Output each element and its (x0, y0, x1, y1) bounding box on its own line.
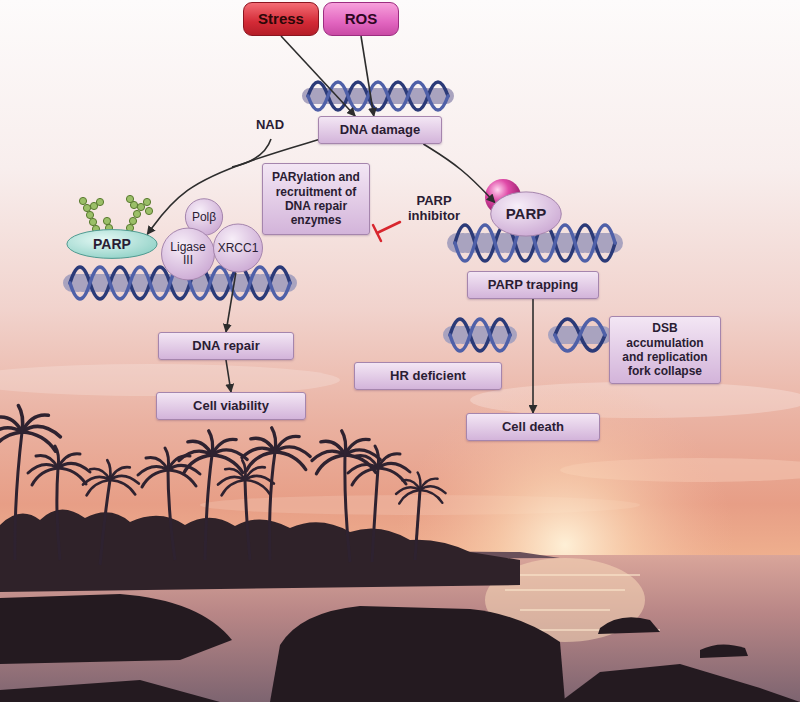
palm-trees (168, 470, 175, 560)
palm-trees (312, 431, 380, 474)
palm-trees (100, 480, 110, 565)
par-chains (86, 211, 93, 218)
node-text: PARP trapping (488, 277, 579, 293)
node-text: HR deficient (390, 368, 466, 384)
process-box: PARP trapping (467, 271, 599, 299)
par-chains (143, 198, 150, 205)
outcome-box: Cell death (466, 413, 600, 441)
stress-box: Stress (243, 2, 319, 36)
process-box: DNA repair (158, 332, 294, 360)
node-text: DSB accumulation and replication fork co… (616, 321, 714, 379)
inhibition-line (377, 222, 400, 233)
node-text: PARylation and recruitment of DNA repair… (269, 170, 363, 228)
dna-helix (308, 82, 448, 110)
rocks (0, 594, 232, 664)
palm-trees (415, 490, 420, 560)
flow-arrow (532, 299, 534, 413)
callout-box: PARylation and recruitment of DNA repair… (262, 163, 370, 235)
node-text: Polβ (192, 211, 216, 224)
node-text: XRCC1 (218, 242, 259, 255)
par-chains (129, 217, 136, 224)
par-chains (137, 203, 144, 210)
par-chains (79, 195, 152, 232)
palm-trees (15, 432, 22, 560)
protein-circle: Ligase III (161, 227, 215, 281)
node-outline (67, 230, 157, 259)
node-text: PARP (93, 237, 131, 252)
rocks (598, 617, 660, 634)
par-chains (133, 210, 140, 217)
palm-trees (0, 406, 446, 565)
par-chains (89, 218, 96, 225)
dna-helix (70, 82, 615, 299)
palm-trees (396, 472, 446, 503)
node-text: PARP (506, 206, 547, 222)
palm-trees (0, 406, 60, 453)
ros-box: ROS (323, 2, 399, 36)
par-chains (79, 197, 86, 204)
palm-trees (83, 460, 139, 495)
rocks (560, 664, 800, 702)
parp-ellipse: PARP (66, 229, 158, 259)
flow-arrow (226, 360, 231, 392)
process-box: DNA damage (318, 116, 442, 144)
inhibition-line (373, 225, 381, 241)
palm-trees (348, 446, 410, 485)
par-chains (145, 207, 152, 214)
node-text: Ligase III (168, 241, 208, 266)
flow-arrow (281, 36, 355, 116)
node-text: Stress (258, 10, 304, 28)
broken-dna (452, 326, 508, 344)
palm-trees (270, 452, 275, 560)
palm-trees (205, 455, 212, 560)
par-chains (103, 217, 110, 224)
callout-box: DSB accumulation and replication fork co… (609, 316, 721, 384)
node-text: DNA repair (192, 338, 259, 354)
node-outline (162, 228, 215, 280)
par-chains (126, 195, 133, 202)
palm-trees (179, 431, 247, 474)
inhibition-line (373, 222, 400, 241)
flow-arrow (361, 36, 374, 116)
broken-dna (450, 319, 510, 351)
par-chains (96, 198, 103, 205)
node-outline (491, 192, 562, 236)
parp-protein: PARP (490, 191, 562, 237)
palm-trees (57, 468, 60, 560)
broken-dna (450, 319, 510, 351)
broken-dna (555, 319, 605, 351)
palm-trees (372, 468, 378, 562)
node-text: Cell death (502, 419, 564, 435)
dna-helix (308, 82, 448, 110)
input-label: NAD (256, 118, 284, 133)
rocks (0, 594, 800, 702)
island-silhouette (0, 509, 520, 592)
callout-box: HR deficient (354, 362, 502, 390)
node-text: Cell viability (193, 398, 269, 414)
rocks (270, 606, 565, 702)
broken-dna (555, 319, 605, 351)
rocks (700, 644, 748, 658)
outcome-box: Cell viability (156, 392, 306, 420)
rocks (0, 680, 220, 702)
island-silhouette (0, 509, 560, 592)
palm-trees (218, 460, 274, 495)
drug-label: PARP inhibitor (404, 194, 464, 224)
palm-trees (242, 428, 310, 471)
node-outline (214, 224, 263, 272)
broken-dna (450, 319, 605, 351)
node-text: ROS (345, 10, 378, 28)
protein-circle: XRCC1 (213, 223, 263, 273)
par-chains (83, 204, 90, 211)
flow-arrow (226, 273, 236, 332)
palm-trees (28, 446, 90, 485)
node-text: DNA damage (340, 122, 420, 138)
palm-trees (245, 480, 250, 560)
